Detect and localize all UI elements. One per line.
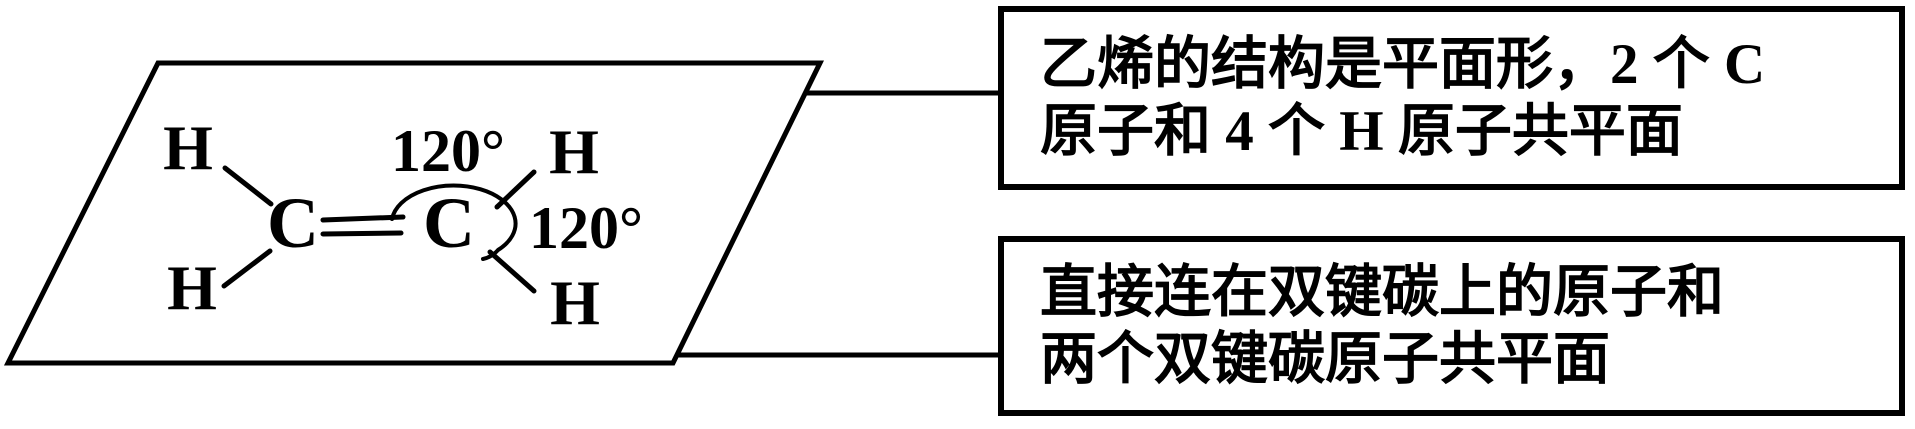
callout-bottom-line-1: 直接连在双键碳上的原子和 [1040,261,1724,324]
atom-h-top-left: H [163,112,213,183]
bond-h-top-left [222,165,274,207]
angle-arc [390,183,518,261]
plane-parallelogram [3,60,825,366]
atom-h-top-right: H [549,116,599,187]
atom-h-bottom-right: H [550,267,600,338]
callout-box-coplanar-atoms: 直接连在双键碳上的原子和 两个双键碳原子共平面 [998,236,1905,416]
callout-bottom-line-2: 两个双键碳原子共平面 [1040,328,1610,391]
angle-label-right: 120° [529,195,643,261]
double-bond-line-bottom [320,230,404,237]
angle-label-top: 120° [391,118,505,184]
atom-h-bottom-left: H [167,252,217,323]
atom-c-left: C [267,183,319,263]
callout-top-line-2: 原子和 4 个 H 原子共平面 [1040,100,1683,163]
callout-box-planar-structure: 乙烯的结构是平面形，2 个 C 原子和 4 个 H 原子共平面 [998,6,1905,190]
double-bond-line-top [320,214,406,223]
bond-h-bottom-left [221,248,273,289]
callout-top-line-1: 乙烯的结构是平面形，2 个 C [1040,33,1766,96]
bond-h-bottom-right [487,249,537,294]
atom-c-right: C [423,183,475,263]
